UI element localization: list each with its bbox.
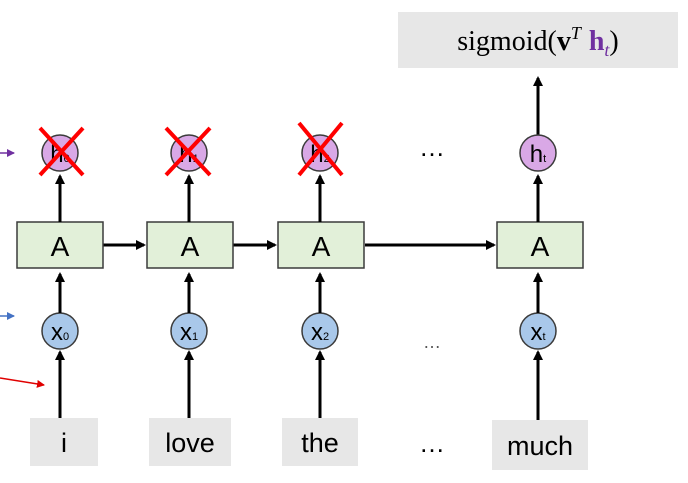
side-arrow-red: [0, 377, 45, 388]
time-step-2: the x2 A h2: [277, 121, 365, 466]
ellipsis-word: …: [419, 428, 445, 458]
word-label: much: [507, 431, 573, 461]
word-label: love: [165, 428, 215, 458]
rnn-cell: [146, 221, 234, 269]
input-subscript: 2: [323, 331, 329, 343]
rnn-cell-label: A: [312, 231, 331, 262]
input-subscript: 0: [63, 331, 69, 343]
hidden-label: h: [530, 141, 543, 168]
time-step-0: i x0 A h0: [16, 126, 104, 466]
word-box: [30, 418, 98, 466]
word-box: [282, 418, 358, 466]
svg-text:x1: x1: [180, 319, 198, 346]
word-box: [149, 418, 231, 466]
input-subscript: t: [542, 331, 545, 343]
output-close: ): [609, 26, 618, 57]
output-hidden-sub: t: [604, 40, 610, 60]
svg-text:ht: ht: [530, 141, 546, 168]
word-label: the: [301, 428, 339, 458]
time-step-1: love x1 A h1: [146, 126, 234, 466]
rnn-cell-label: A: [531, 231, 550, 262]
cross-mark: [164, 126, 212, 177]
output-vector: v: [557, 26, 571, 57]
input-label: x: [180, 319, 192, 346]
input-label: x: [530, 319, 542, 346]
rnn-cell: [496, 221, 584, 269]
rnn-cell-label: A: [181, 231, 200, 262]
input-label: x: [51, 319, 63, 346]
word-box: [492, 420, 588, 470]
ellipsis-input: …: [423, 332, 441, 352]
hidden-subscript: t: [543, 153, 546, 165]
svg-text:x2: x2: [311, 319, 329, 346]
output-transpose: T: [571, 23, 583, 43]
word-label: i: [61, 428, 67, 458]
ellipsis-hidden: …: [419, 132, 445, 162]
input-label: x: [311, 319, 323, 346]
output-hidden: h: [589, 26, 605, 57]
svg-text:x0: x0: [51, 319, 69, 346]
output-func: sigmoid(: [457, 26, 557, 57]
cross-mark: [38, 126, 85, 177]
rnn-cell: [277, 221, 365, 269]
cross-mark: [297, 121, 344, 177]
rnn-cell-label: A: [51, 231, 70, 262]
input-subscript: 1: [192, 331, 198, 343]
svg-text:xt: xt: [530, 319, 545, 346]
time-step-t: much xt A ht: [492, 134, 588, 470]
hidden-node: [519, 134, 557, 172]
